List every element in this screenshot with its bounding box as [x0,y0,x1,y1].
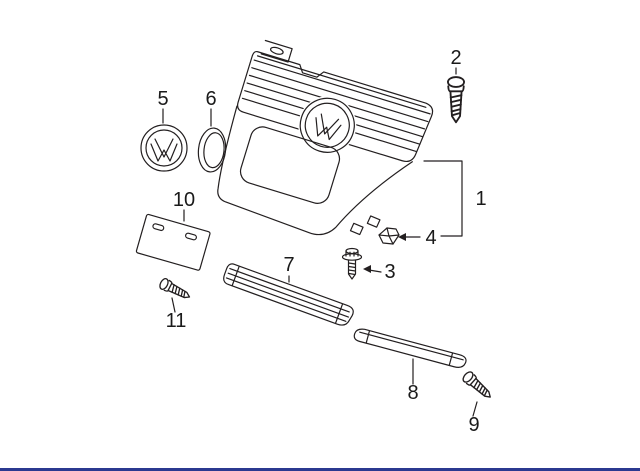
screw-11-drawing [157,276,193,303]
callout-2-label[interactable]: 2 [450,47,461,69]
screw-9-drawing [460,369,495,403]
grille-top-tab [260,39,293,63]
callout-9-label[interactable]: 9 [468,414,479,436]
grille-emblem-outer-ring [299,97,355,153]
callout-9-leader [472,401,478,417]
bolt-3-drawing [341,247,363,280]
screw-2-drawing [447,76,465,124]
emblem-5-drawing [140,124,188,172]
grille-lower-panel [217,105,413,236]
callout-11-leader [171,297,176,313]
callout-11-label[interactable]: 11 [166,310,187,332]
bracket-10-drawing [135,213,211,271]
grille-frame [236,50,434,163]
callout-10-label[interactable]: 10 [173,189,195,211]
grille-frame-inner-edge [256,55,427,108]
trim-8-drawing [353,328,467,368]
callout-5-label[interactable]: 5 [157,88,168,110]
grille-assembly-drawing [217,39,434,236]
callout-7-label[interactable]: 7 [283,254,294,276]
ring-6-drawing [197,127,227,173]
callout-1-label[interactable]: 1 [475,188,486,210]
grille-vw-monogram [315,113,342,141]
callout-8-label[interactable]: 8 [407,382,418,404]
grille-emblem-inner-ring [304,102,350,148]
callout-3-label[interactable]: 3 [384,261,395,283]
grille-tab-hole [269,46,284,55]
grille-mount-tab-2 [366,215,381,228]
callout-4-arrowhead [398,233,406,241]
callout-6-label[interactable]: 6 [205,88,216,110]
grille-emblem-backplate [298,96,357,155]
clip-4-drawing [378,227,400,245]
molding-7-drawing [223,263,354,326]
callout-3-arrowhead [363,265,371,273]
page-footer-accent-bar [0,468,640,471]
grille-mount-tab-1 [349,222,364,236]
grille-lower-recess [239,126,341,204]
callout-4-label[interactable]: 4 [425,227,436,249]
callout-1-leader [423,160,463,237]
